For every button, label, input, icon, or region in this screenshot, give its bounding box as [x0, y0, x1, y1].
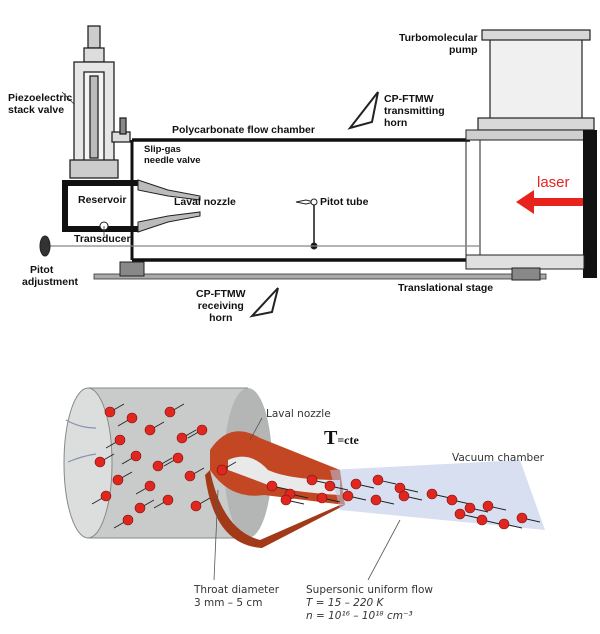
gas-particle [162, 494, 174, 506]
transmit-horn-drawing [347, 91, 379, 130]
label-reservoir: Reservoir [78, 194, 127, 206]
leader-lines [61, 91, 105, 236]
gas-particle [94, 456, 106, 468]
gas-particle [134, 502, 146, 514]
gas-particle [280, 494, 292, 506]
gas-particle [100, 490, 112, 502]
turbo-pump-drawing [465, 29, 597, 278]
gas-particle [426, 488, 438, 500]
gas-particle [112, 474, 124, 486]
reservoir-drawing [62, 179, 201, 233]
gas-particle [266, 480, 278, 492]
label-laser: laser [537, 174, 570, 191]
gas-particle [122, 514, 134, 526]
gas-particle [350, 478, 362, 490]
gas-particle [126, 412, 138, 424]
laval-nozzle-drawing [205, 431, 345, 548]
gas-particle [316, 492, 328, 504]
gas-particle [144, 480, 156, 492]
piezo-valve-drawing [69, 25, 131, 179]
label-transducer: Transducer [74, 233, 131, 245]
gas-particle [164, 406, 176, 418]
label-laval-nozzle-top: Laval nozzle [174, 196, 236, 208]
transducer-drawing [39, 221, 109, 257]
pitot-tube-drawing [40, 198, 480, 250]
gas-particle [152, 460, 164, 472]
gas-particle [464, 502, 476, 514]
gas-particle [370, 494, 382, 506]
gas-particle [176, 432, 188, 444]
gas-particle [342, 490, 354, 502]
inlet-arrows [65, 419, 97, 463]
gas-particle [498, 518, 510, 530]
label-flow-chamber: Polycarbonate flow chamber [172, 124, 315, 136]
gas-particle [482, 500, 494, 512]
gas-particle [446, 494, 458, 506]
label-laval-nozzle-bottom: Laval nozzle [266, 408, 331, 420]
gas-particle [398, 490, 410, 502]
gas-particle [454, 508, 466, 520]
label-pitot-tube: Pitot tube [320, 196, 369, 208]
label-vacuum-chamber: Vacuum chamber [452, 452, 544, 464]
label-translational-stage: Translational stage [398, 282, 494, 294]
particle-group [91, 403, 541, 530]
label-supersonic-flow: Supersonic uniform flow T = 15 – 220 K n… [306, 584, 434, 622]
gas-particle [144, 424, 156, 436]
gas-particle [104, 406, 116, 418]
gas-particle [516, 512, 528, 524]
gas-particle [476, 514, 488, 526]
gas-particle [130, 450, 142, 462]
gas-particle [190, 500, 202, 512]
gas-particle [324, 480, 336, 492]
label-t-cte: T=cte [324, 427, 359, 449]
gas-particle [372, 474, 384, 486]
receive-horn-drawing [249, 287, 279, 318]
laser-arrow [516, 190, 583, 214]
gas-particle [216, 464, 228, 476]
gas-particle [172, 452, 184, 464]
translational-stage-drawing [93, 261, 547, 281]
gas-particle [306, 474, 318, 486]
gas-particle [114, 434, 126, 446]
gas-particle [184, 470, 196, 482]
bottom-leader-lines [213, 417, 401, 581]
gas-particle [196, 424, 208, 436]
